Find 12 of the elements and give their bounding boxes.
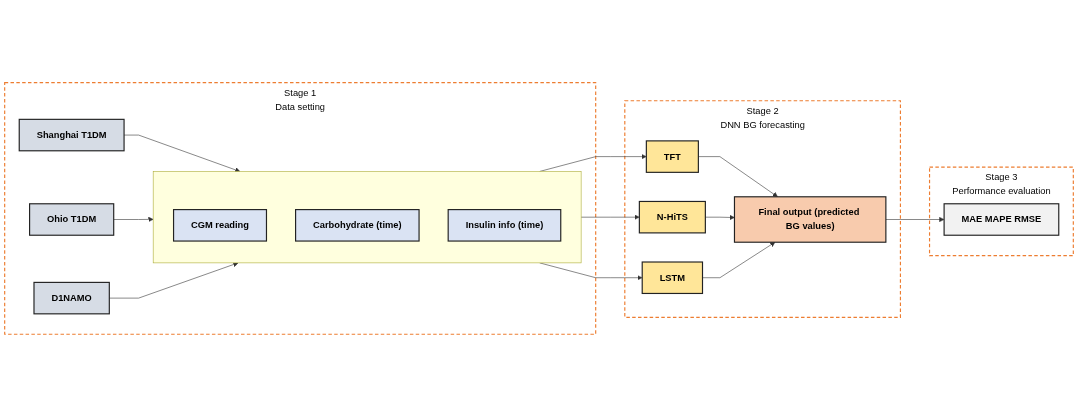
node-box: Final output (predicted BG values) — [733, 196, 887, 243]
node-box: N-HiTS — [638, 200, 706, 234]
node-box: TFT — [645, 140, 699, 173]
node-box: Insulin info (time) — [447, 209, 562, 242]
node-box: LSTM — [641, 261, 704, 295]
node-box: CGM reading — [173, 209, 268, 242]
node-box: MAE MAPE RMSE — [943, 203, 1060, 236]
cluster — [152, 171, 582, 264]
node-box: Shanghai T1DM — [18, 118, 125, 152]
node-box: Ohio T1DM — [29, 203, 115, 236]
node-box: D1NAMO — [33, 281, 110, 315]
node-box: Carbohydrate (time) — [295, 209, 420, 242]
